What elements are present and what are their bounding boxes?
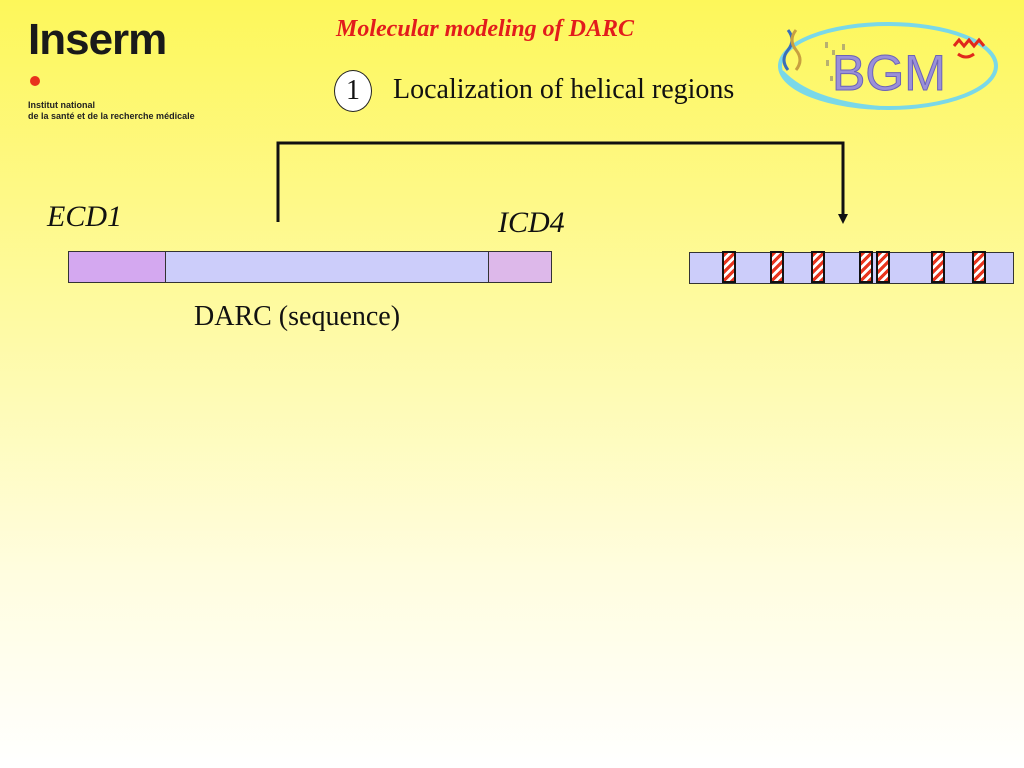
mapping-arrow <box>276 141 848 224</box>
inserm-subtitle-line1: Institut national <box>28 100 95 110</box>
icd4-label: ICD4 <box>498 206 565 239</box>
sequence-label: DARC (sequence) <box>194 301 401 332</box>
inserm-wordmark: Inserm <box>28 15 167 64</box>
inserm-logo: Inserm Institut national de la santé et … <box>28 15 228 122</box>
sequence-bar <box>68 251 552 283</box>
bgm-wordmark: BGM <box>832 45 946 101</box>
inserm-dot-icon <box>30 76 40 86</box>
helix-region <box>722 251 736 283</box>
page-title: Molecular modeling of DARC <box>336 16 635 42</box>
step-title: Localization of helical regions <box>393 74 735 105</box>
core-segment <box>166 252 489 282</box>
icd4-segment <box>489 252 551 282</box>
helix-region <box>931 251 945 283</box>
bgm-red-mark-icon <box>952 37 986 49</box>
helix-region <box>859 251 873 283</box>
inserm-subtitle-line2: de la santé et de la recherche médicale <box>28 111 195 121</box>
bgm-logo: BGM <box>778 22 998 110</box>
step-number-badge: 1 <box>334 70 372 112</box>
helix-region <box>811 251 825 283</box>
ecd1-label: ECD1 <box>47 200 122 233</box>
helix-bar <box>689 251 1014 284</box>
helix-region <box>770 251 784 283</box>
helix-region <box>972 251 986 283</box>
ecd1-segment <box>69 252 166 282</box>
helix-region <box>876 251 890 283</box>
